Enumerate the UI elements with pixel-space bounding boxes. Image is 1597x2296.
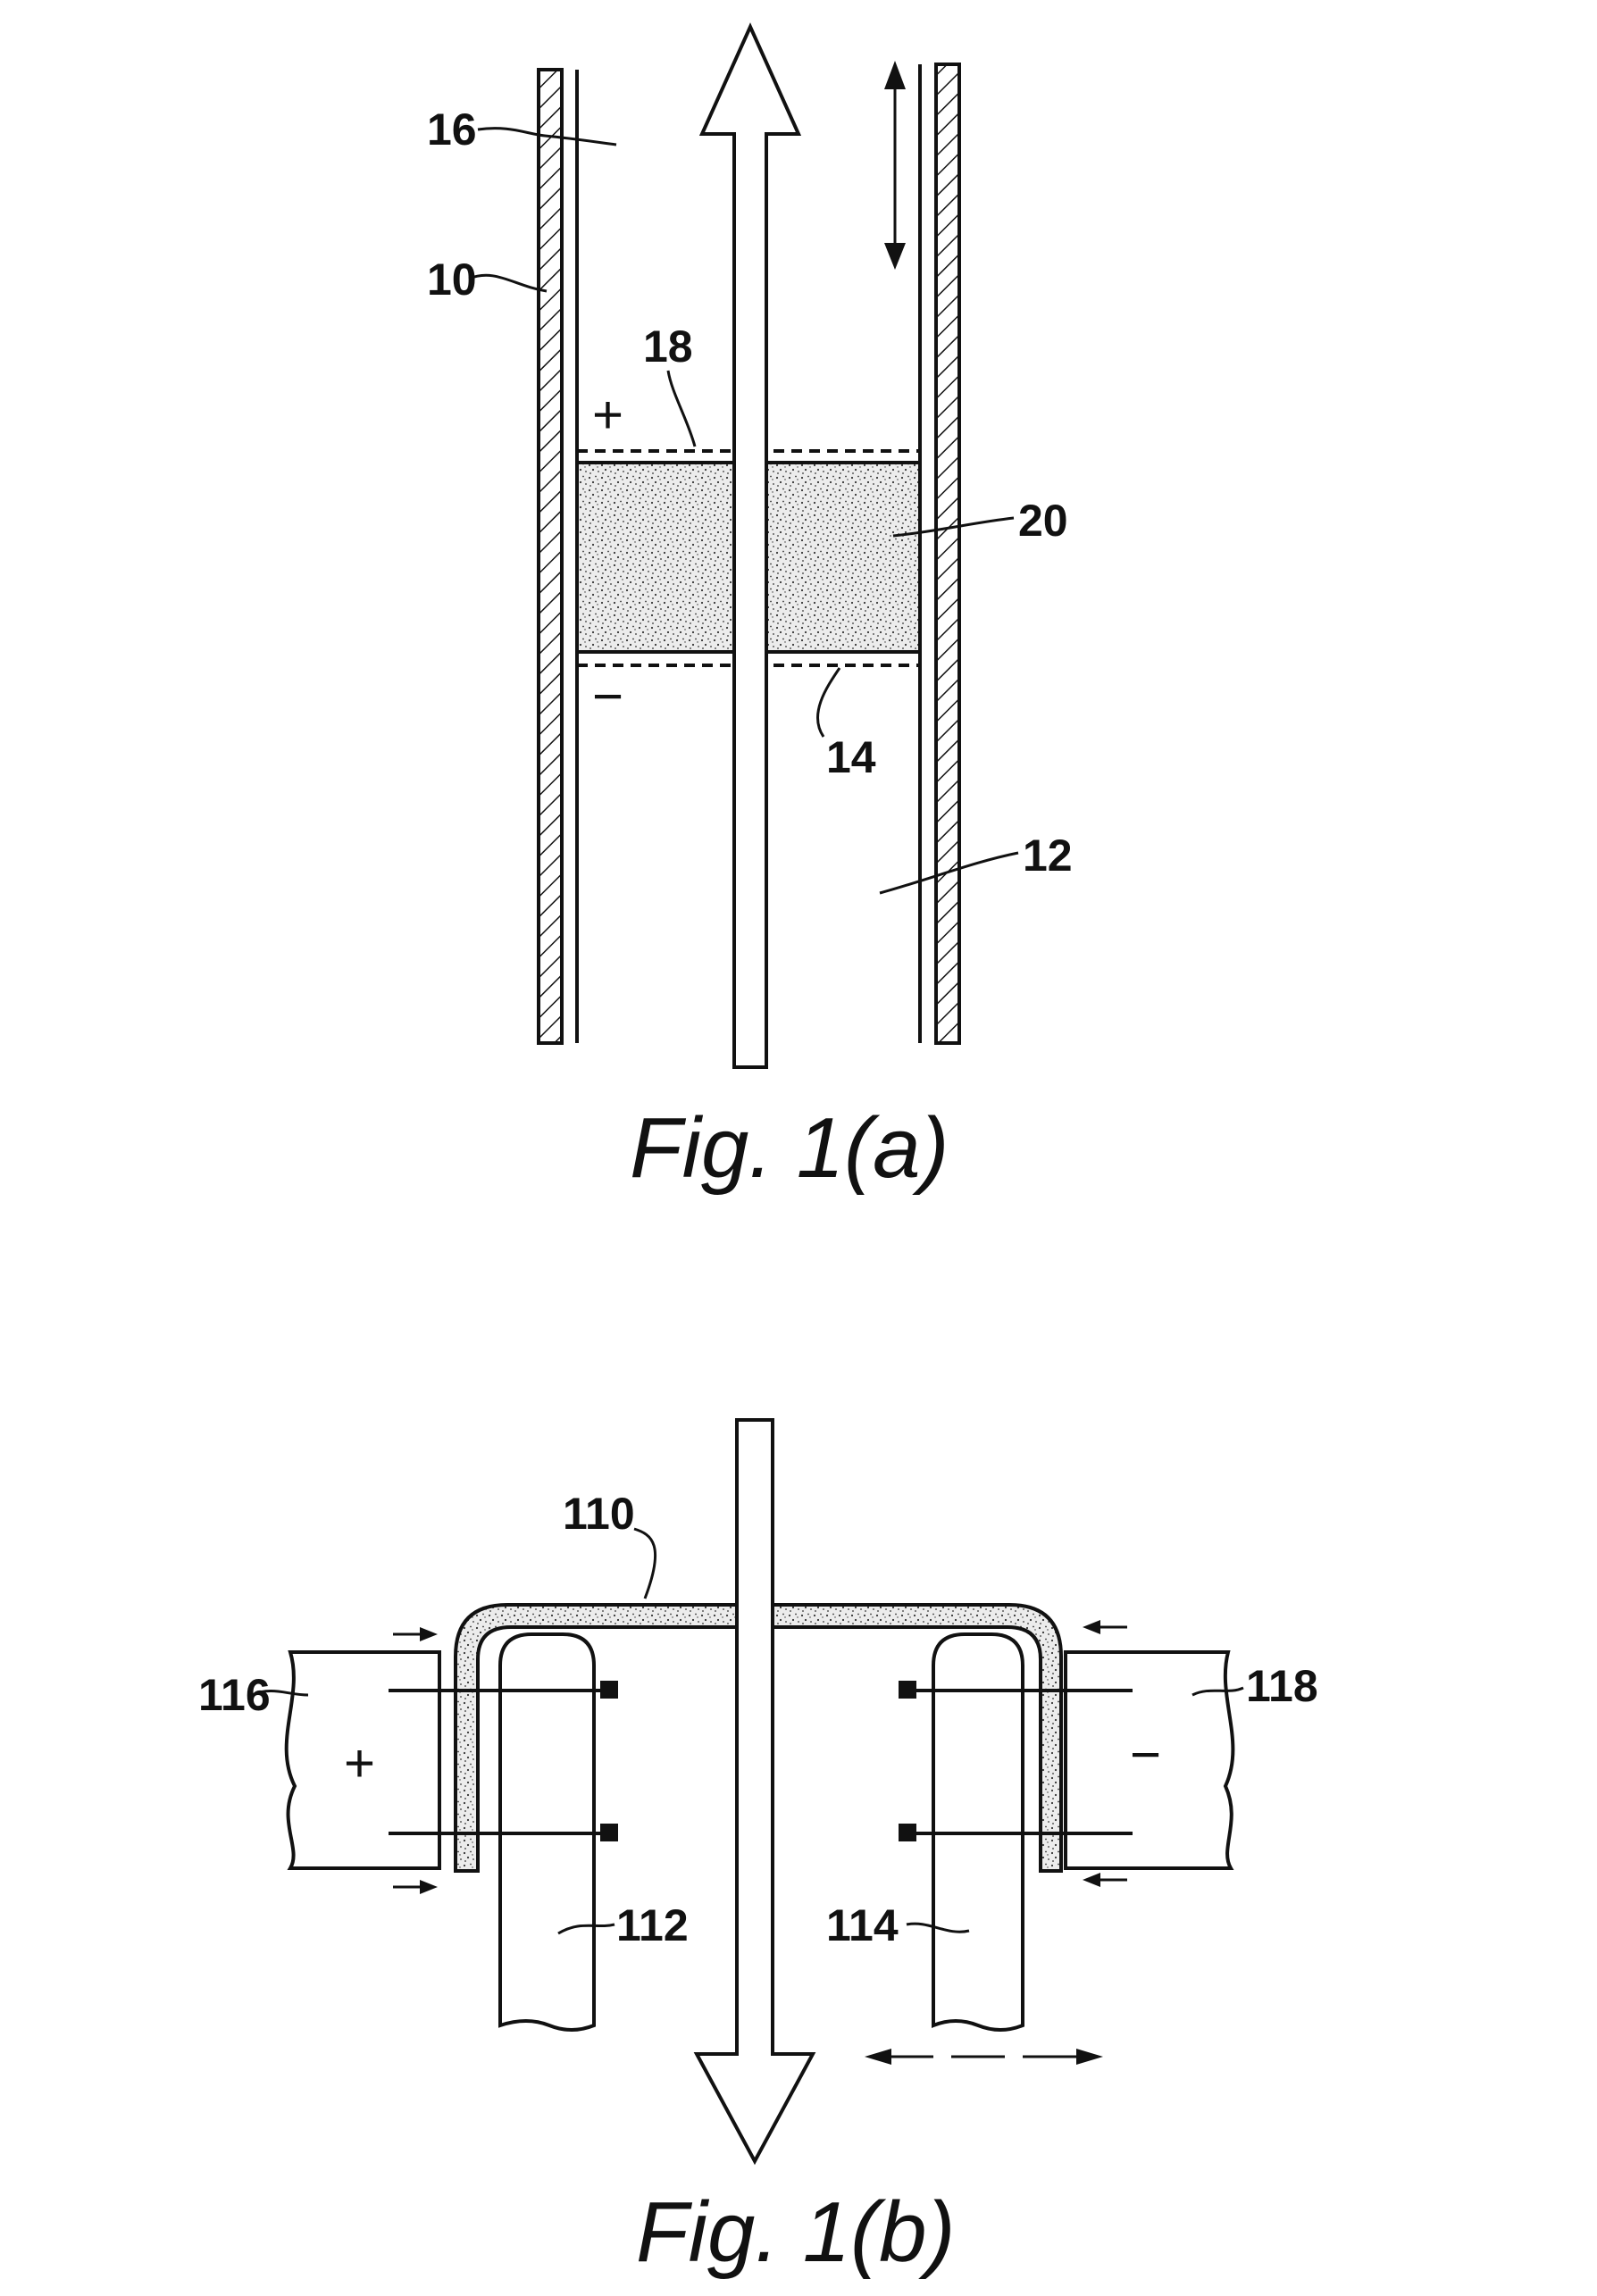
ref-label-14: 14 xyxy=(826,732,876,782)
leader-10 xyxy=(469,275,547,291)
minus-sign: − xyxy=(1130,1724,1161,1784)
ref-label-116: 116 xyxy=(198,1670,271,1720)
flow-arrow-down-icon xyxy=(697,1420,813,2161)
reciprocating-arrow-icon xyxy=(884,61,906,270)
ref-label-20: 20 xyxy=(1018,496,1068,546)
minus-sign: − xyxy=(592,666,623,726)
outer-wall-left xyxy=(539,70,562,1043)
leader-14 xyxy=(817,668,840,737)
figure-caption-1b: Fig. 1(b) xyxy=(636,2184,955,2280)
lateral-motion-arrow-icon xyxy=(865,2049,1103,2065)
leader-110 xyxy=(634,1529,656,1599)
ref-label-10: 10 xyxy=(427,255,477,305)
ref-label-112: 112 xyxy=(616,1900,689,1950)
plus-sign: + xyxy=(592,385,623,445)
leader-18 xyxy=(668,371,695,447)
ref-label-12: 12 xyxy=(1023,831,1073,881)
ref-label-114: 114 xyxy=(826,1900,899,1950)
ref-label-16: 16 xyxy=(427,104,477,154)
figure-caption-1a: Fig. 1(a) xyxy=(630,1100,949,1196)
ref-label-18: 18 xyxy=(643,321,693,372)
plus-sign: + xyxy=(344,1733,375,1793)
ref-label-118: 118 xyxy=(1246,1661,1318,1711)
figure-1a: 16 10 18 20 14 12 + − Fig. 1(a) xyxy=(427,27,1073,1196)
outer-wall-right xyxy=(936,64,959,1043)
ref-label-110: 110 xyxy=(563,1489,635,1539)
figure-1b: 110 116 118 112 114 + − Fig. 1(b) xyxy=(198,1420,1318,2280)
